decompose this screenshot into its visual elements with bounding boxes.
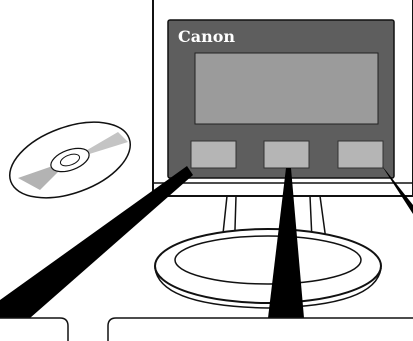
stand-base xyxy=(154,228,382,304)
center-button[interactable] xyxy=(263,140,310,169)
center-callout-pointer xyxy=(268,168,304,318)
left-callout-pointer xyxy=(0,166,193,318)
stand-base-inner xyxy=(174,235,362,285)
right-callout-box xyxy=(107,317,413,341)
right-button[interactable] xyxy=(337,140,384,169)
display-screen xyxy=(194,52,379,125)
stand-base-edge xyxy=(154,267,382,309)
brand-logo: Canon xyxy=(178,27,235,46)
left-callout-box xyxy=(0,317,69,341)
right-callout-pointer xyxy=(382,166,413,214)
cd-disc-icon xyxy=(8,121,132,199)
left-button[interactable] xyxy=(190,140,237,169)
stand-neck xyxy=(219,195,330,263)
